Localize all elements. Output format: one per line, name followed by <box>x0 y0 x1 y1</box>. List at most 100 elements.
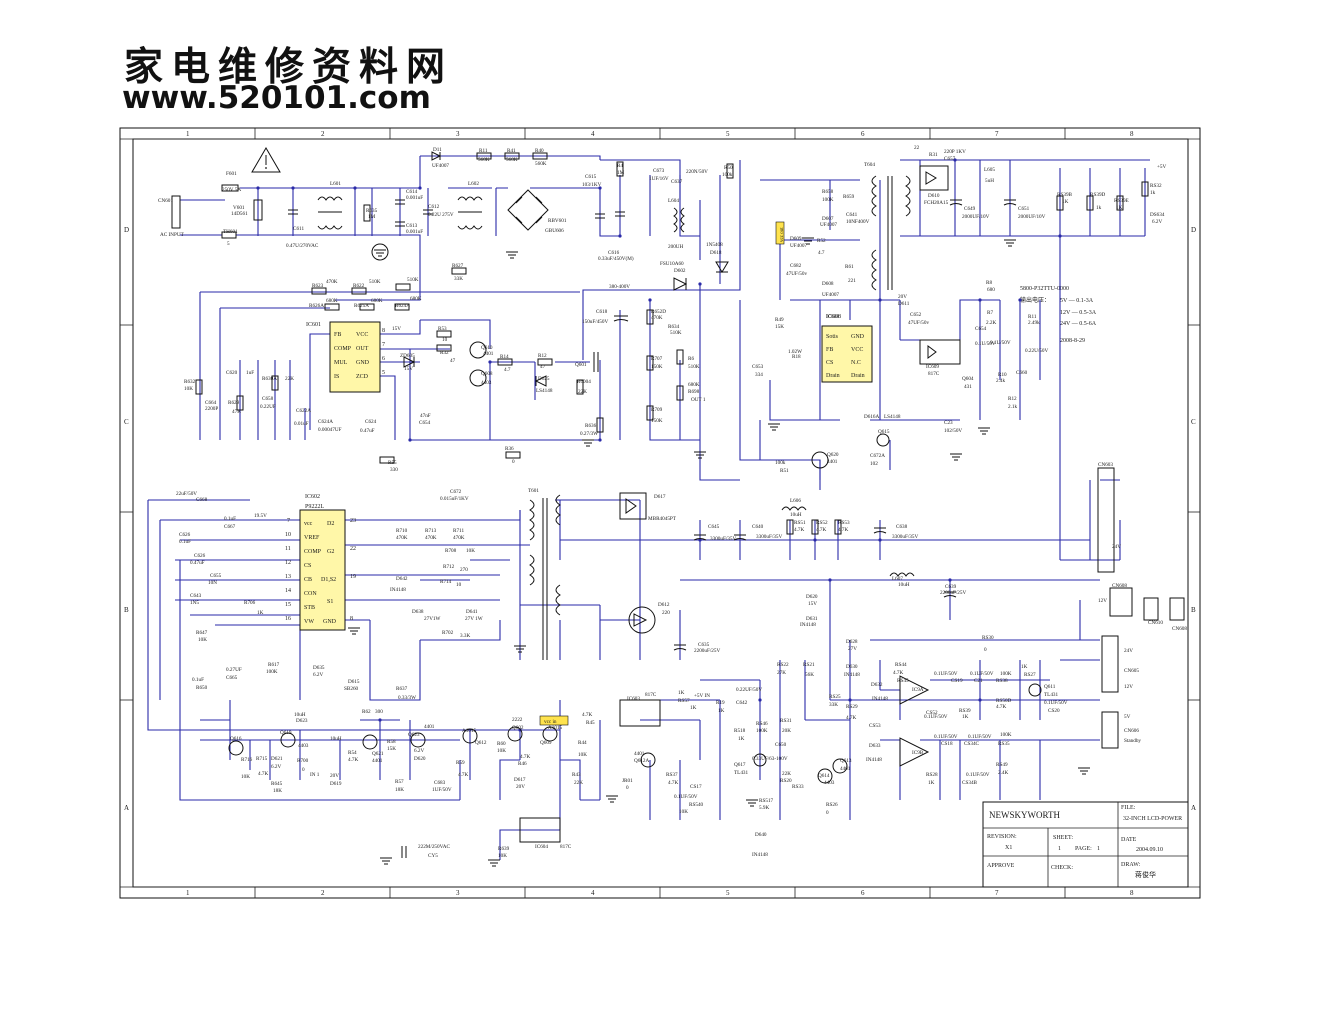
component-label: FCH20A15 <box>924 200 949 206</box>
component-label: 4.7K <box>582 712 592 718</box>
component-label: R623 <box>312 283 324 289</box>
component-label: D632 <box>871 682 883 688</box>
component-label: 3300uF/35V <box>892 534 918 540</box>
component-label: 4.7 <box>504 367 511 373</box>
component-label: 4401 <box>372 758 383 764</box>
col-label-top: 6 <box>861 130 865 138</box>
component-label: L607 <box>892 576 903 582</box>
component-label: 0.00047UF <box>318 427 342 433</box>
component-label: C673 <box>653 168 665 174</box>
component-label: 330 <box>390 467 398 473</box>
ic601-pin: VCC <box>356 332 368 338</box>
component-label: 10uH <box>330 736 342 742</box>
component-label: D638 <box>412 609 424 615</box>
component-label: 4.7 <box>818 250 825 256</box>
component-label: 0.22U 275V <box>428 212 454 218</box>
component-label: 22K <box>782 771 791 777</box>
col-label-bottom: 6 <box>861 889 865 897</box>
component-label: 15K <box>775 324 784 330</box>
component-label: C667 <box>224 524 236 530</box>
component-label: 560K <box>535 161 547 167</box>
component-label: 10 <box>456 582 462 588</box>
component-label: 27V <box>848 646 857 652</box>
component-label: GBU606 <box>545 228 564 234</box>
component-label: RS52 <box>816 520 828 526</box>
component-label: T601 <box>528 488 539 494</box>
ic608-pin: VCC <box>851 347 863 353</box>
component-label: IC608 <box>826 314 839 320</box>
component-label: C655 <box>210 573 222 579</box>
component-label: 20V <box>898 294 907 300</box>
component-label: 817C <box>560 844 572 850</box>
ic601-pin-number: 6 <box>382 356 385 362</box>
component-label: D618 <box>710 250 722 256</box>
component-label: D619 <box>330 781 342 787</box>
note-output-5v: 5V — 0.1-3A <box>1060 298 1094 304</box>
component-label: C640 <box>752 524 764 530</box>
ic608-pin: Sotis <box>826 334 839 340</box>
component-label: 100K <box>756 728 768 734</box>
component-label: R61 <box>845 264 854 270</box>
component-label: RS25 <box>829 694 841 700</box>
title-drawer: 蒋俊华 <box>1135 870 1156 879</box>
component-label: R709 <box>651 407 663 413</box>
component-label: FSU10A60 <box>660 261 684 267</box>
ic608-pin: N.C <box>851 360 861 366</box>
component-label: C639 <box>945 584 957 590</box>
ic608-name: IC608 <box>826 314 841 320</box>
component-label: C682 <box>790 263 802 269</box>
title-revision-label: REVISION: <box>987 834 1017 840</box>
ic602-pin-number: 12 <box>285 560 291 566</box>
component-label: 220N/50V <box>686 169 708 175</box>
component-label: F601 <box>226 171 237 177</box>
component-label: R50 <box>724 165 733 171</box>
component-label: D615 <box>348 679 360 685</box>
component-label: R44 <box>578 740 587 746</box>
row-label-left: A <box>124 804 129 812</box>
component-label: R714 <box>440 579 452 585</box>
component-label: R40 <box>535 148 544 154</box>
component-label: R632 <box>184 379 196 385</box>
component-label: R702 <box>442 630 454 636</box>
component-label: RS44 <box>895 662 907 668</box>
component-label: UF4007 <box>790 243 807 249</box>
component-label: C654 <box>975 326 987 332</box>
component-label: 33K <box>454 276 463 282</box>
component-label: 19.5V <box>254 513 267 519</box>
row-label-left: B <box>124 606 129 614</box>
component-label: 0.1UF/50V <box>674 794 698 800</box>
component-label: 250V 5A <box>222 187 241 193</box>
ic602-pin: vcc <box>304 521 313 527</box>
ic602-pin-number: 16 <box>285 616 291 622</box>
component-label: R8 <box>986 280 992 286</box>
component-label: 470K <box>326 279 338 285</box>
component-label: IC9A <box>912 687 924 693</box>
component-label: 2000UF/10V <box>1018 214 1046 220</box>
component-label: RS39 <box>959 708 971 714</box>
component-label: 470K <box>453 535 465 541</box>
component-label: 47 <box>540 364 546 370</box>
component-label: R635 <box>366 208 378 214</box>
component-label: R11 <box>1028 314 1037 320</box>
component-label: Q613 <box>840 758 852 764</box>
component-label: R36 <box>505 446 514 452</box>
component-label: D640 <box>755 832 767 838</box>
component-label: Q614 <box>818 773 830 779</box>
component-label: D609 <box>790 236 802 242</box>
title-page: 1 <box>1097 846 1100 852</box>
component-label: RS46 <box>756 721 768 727</box>
component-label: 100k <box>775 460 786 466</box>
component-label: 10K <box>241 774 250 780</box>
component-label: 27V 1W <box>465 616 483 622</box>
component-label: +5V <box>1157 164 1167 170</box>
component-label: R713 <box>425 528 437 534</box>
component-label: R645 <box>271 781 283 787</box>
component-label: CN606 <box>1124 728 1139 734</box>
component-label: 680 <box>987 287 995 293</box>
component-label: C651 <box>1018 206 1030 212</box>
component-label: 1N5408 <box>706 242 723 248</box>
component-label: C665 <box>226 675 238 681</box>
component-label: 1K <box>962 714 969 720</box>
ic602-pin-number: 15 <box>285 602 291 608</box>
col-label-top: 3 <box>456 130 460 138</box>
